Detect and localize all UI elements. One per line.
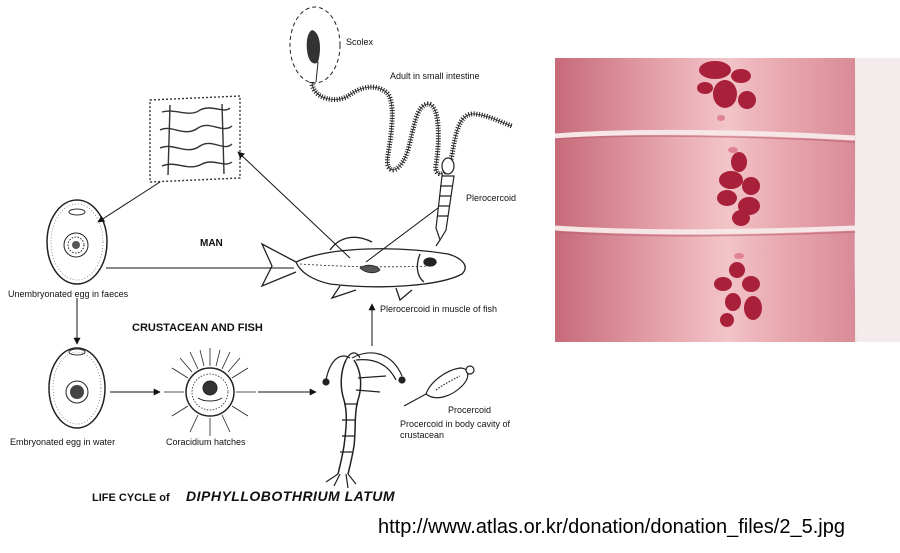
adult-label: Adult in small intestine bbox=[390, 71, 480, 81]
embryonated-egg-label: Embryonated egg in water bbox=[10, 437, 116, 447]
source-url-text: http://www.atlas.or.kr/donation/donation… bbox=[378, 516, 845, 538]
man-label: MAN bbox=[200, 238, 223, 249]
plerocercoid-drawing bbox=[435, 157, 455, 247]
proglottid-micrograph bbox=[555, 58, 900, 342]
cycle-arrows bbox=[73, 151, 439, 396]
plerocercoid-muscle-label: Plerocercoid in muscle of fish bbox=[380, 304, 498, 314]
embryonated-egg bbox=[48, 347, 106, 429]
procercoid-body-label-line1: Procercoid in body cavity of bbox=[400, 419, 511, 429]
unembryonated-egg bbox=[46, 199, 108, 285]
procercoid-label: Procercoid bbox=[448, 405, 492, 415]
adult-tapeworm bbox=[309, 81, 513, 177]
scolex-inset bbox=[289, 6, 341, 84]
coracidium bbox=[164, 348, 256, 436]
plerocercoid-label: Plerocercoid bbox=[466, 193, 517, 203]
life-cycle-diagram bbox=[46, 6, 513, 489]
procercoid-body-label-line2: crustacean bbox=[400, 430, 445, 440]
crustacean-fish-heading: CRUSTACEAN AND FISH bbox=[132, 322, 263, 334]
procercoid-drawing bbox=[403, 365, 475, 407]
scolex-label: Scolex bbox=[346, 37, 374, 47]
crustacean-drawing bbox=[322, 352, 406, 489]
life-cycle-title-prefix: LIFE CYCLE of bbox=[92, 492, 170, 504]
fish-drawing bbox=[260, 236, 466, 302]
life-cycle-title-species: DIPHYLLOBOTHRIUM LATUM bbox=[186, 488, 396, 504]
intestine-drawing bbox=[149, 95, 241, 183]
unembryonated-egg-label: Unembryonated egg in faeces bbox=[8, 289, 129, 299]
coracidium-label: Coracidium hatches bbox=[166, 437, 246, 447]
